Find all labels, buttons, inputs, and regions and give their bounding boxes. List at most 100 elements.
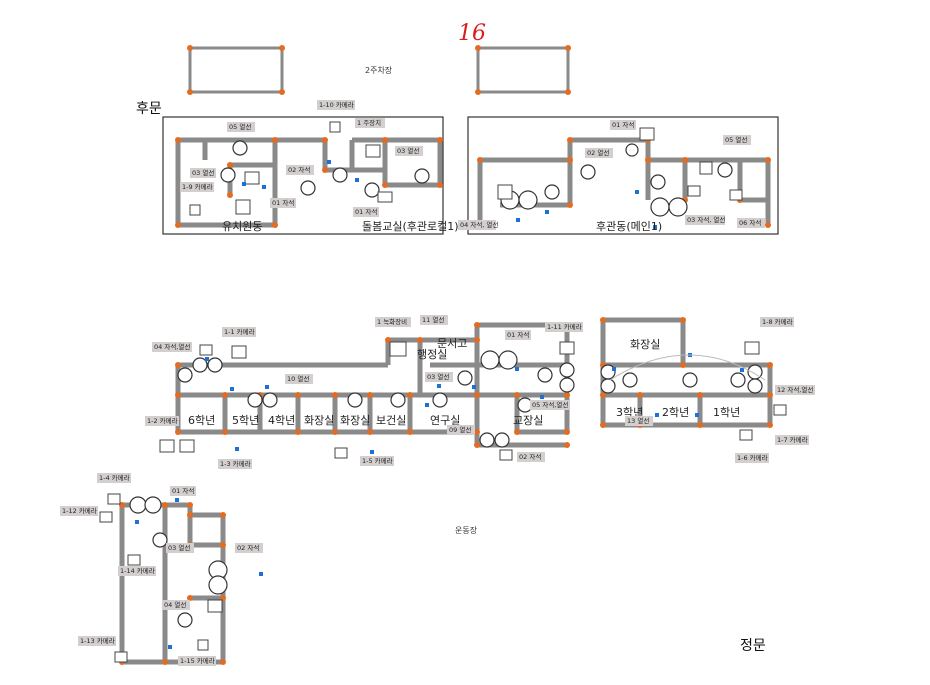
tag-t27: 09 열선: [447, 425, 475, 435]
room-restroom3: 화장실: [630, 338, 660, 351]
tag-t4: 03 열선: [395, 146, 423, 156]
room-grade6: 6학년: [188, 414, 215, 427]
room-archive: 문서고: [437, 337, 467, 350]
tag-t33: 1-7 카메라: [775, 435, 809, 445]
tag-t30: 1-8 카메라: [760, 317, 794, 327]
svg-text:1-6 카메라: 1-6 카메라: [737, 453, 768, 462]
tag-t31: 12 자석,열선: [775, 385, 815, 395]
svg-text:1-1 카메라: 1-1 카메라: [224, 327, 255, 336]
tag-t9: 01 자석: [353, 207, 379, 217]
handwritten-number: 16: [458, 21, 486, 46]
bottom-building-devices: [99, 493, 263, 663]
room-health: 보건실: [376, 414, 406, 427]
room-restroom1: 화장실: [304, 414, 334, 427]
svg-text:09 열선: 09 열선: [449, 425, 471, 434]
tag-t12: 02 열선: [585, 148, 613, 158]
svg-text:04 자석,열선: 04 자석,열선: [154, 342, 190, 351]
svg-text:1 주장치: 1 주장치: [357, 118, 381, 127]
tag-t5: 02 자석: [286, 165, 314, 175]
back-building-corners: [477, 137, 771, 228]
svg-text:1-10 카메라: 1-10 카메라: [319, 100, 354, 109]
room-grade1: 1학년: [713, 406, 740, 419]
svg-text:02 자석: 02 자석: [288, 165, 310, 174]
kindergarten-walls: [175, 137, 443, 228]
svg-text:1-14 카메라: 1-14 카메라: [120, 566, 155, 575]
svg-text:01 자석: 01 자석: [507, 330, 529, 339]
svg-text:1-12 카메라: 1-12 카메라: [62, 506, 97, 515]
right-building-corners: [600, 317, 773, 428]
svg-text:04 자석, 열선: 04 자석, 열선: [460, 220, 498, 229]
tag-t1: 1-10 카메라: [317, 100, 355, 110]
tag-t29: 02 자석: [517, 452, 545, 462]
tag-t32: 13 열선: [625, 416, 653, 426]
parking-box-left: [187, 45, 285, 95]
tag-t15: 06 자석: [737, 218, 765, 228]
tag-t26: 1-5 카메라: [360, 456, 394, 466]
tag-t37: 1-12 카메라: [60, 506, 98, 516]
room-kindergarten: 유치원동: [222, 220, 262, 233]
tag-t18: 01 자석: [505, 330, 531, 340]
back-building-devices: [497, 127, 743, 229]
tag-t16: 1 녹화장비: [375, 317, 411, 327]
svg-text:13 열선: 13 열선: [627, 416, 649, 425]
main-building-corners: [175, 322, 570, 448]
tag-t19: 1-11 카메라: [545, 322, 583, 332]
svg-text:01 자석: 01 자석: [172, 486, 194, 495]
tag-t39: 02 자석: [235, 543, 263, 553]
svg-text:03 자석, 열선: 03 자석, 열선: [687, 215, 725, 224]
tag-t23: 03 열선: [425, 372, 453, 382]
svg-text:1 녹화장비: 1 녹화장비: [377, 317, 407, 326]
tag-t42: 1-13 카메라: [78, 636, 116, 646]
tag-t6: 03 열선: [190, 168, 216, 178]
tag-t22: 10 열선: [285, 374, 313, 384]
tag-t3: 1 주장치: [355, 118, 385, 128]
svg-text:06 자석: 06 자석: [739, 218, 761, 227]
tag-t40: 1-14 카메라: [118, 566, 156, 576]
tag-t38: 03 열선: [166, 543, 194, 553]
tag-t8: 01 자석: [270, 198, 296, 208]
tag-t17: 11 열선: [420, 315, 448, 325]
svg-text:03 열선: 03 열선: [168, 543, 190, 552]
svg-text:1-9 카메라: 1-9 카메라: [182, 182, 213, 191]
room-restroom2: 화장실: [340, 414, 370, 427]
svg-text:1-3 카메라: 1-3 카메라: [220, 459, 251, 468]
room-grade5: 5학년: [232, 414, 259, 427]
svg-text:1-5 카메라: 1-5 카메라: [362, 456, 393, 465]
svg-text:02 자석: 02 자석: [237, 543, 259, 552]
tag-t10: 01 자석: [610, 120, 636, 130]
tag-t25: 1-3 카메라: [218, 459, 252, 469]
svg-text:02 열선: 02 열선: [587, 148, 609, 157]
room-grade4: 4학년: [268, 414, 295, 427]
playground-label: 운동장: [455, 525, 478, 535]
room-grade3: 3학년: [616, 406, 643, 419]
svg-text:03 열선: 03 열선: [397, 146, 419, 155]
tag-t34: 1-6 카메라: [735, 453, 769, 463]
front-gate-label: 정문: [740, 638, 766, 654]
tag-t43: 1-15 카메라: [178, 656, 216, 666]
kindergarten-devices: [189, 121, 430, 216]
svg-text:01 자석: 01 자석: [612, 120, 634, 129]
bottom-building-walls: [119, 502, 226, 665]
svg-text:12 자석,열선: 12 자석,열선: [777, 385, 813, 394]
svg-text:05 열선: 05 열선: [229, 122, 251, 131]
back-building-walls: [477, 137, 771, 225]
tag-t41: 04 열선: [162, 600, 190, 610]
tag-t21: 04 자석,열선: [152, 342, 192, 352]
svg-text:03 열선: 03 열선: [192, 168, 214, 177]
room-back-building: 후관동(메인1): [596, 220, 662, 233]
tag-t2: 05 열선: [227, 122, 255, 132]
tag-t36: 01 자석: [170, 486, 196, 496]
svg-text:1-13 카메라: 1-13 카메라: [80, 636, 115, 645]
parking-label: 2주차장: [365, 65, 393, 75]
svg-text:11 열선: 11 열선: [422, 315, 444, 324]
svg-text:01 자석: 01 자석: [355, 207, 377, 216]
svg-text:03 열선: 03 열선: [427, 372, 449, 381]
svg-text:05 자석,열선: 05 자석,열선: [532, 400, 568, 409]
kindergarten-frame: [162, 116, 444, 235]
svg-text:10 열선: 10 열선: [287, 374, 309, 383]
room-teachers: 교장실: [513, 414, 543, 427]
svg-text:1-2 카메라: 1-2 카메라: [147, 416, 178, 425]
tag-t28: 05 자석,열선: [530, 400, 570, 410]
kindergarten-corners: [175, 137, 443, 228]
tag-t35: 1-4 카메라: [97, 473, 131, 483]
